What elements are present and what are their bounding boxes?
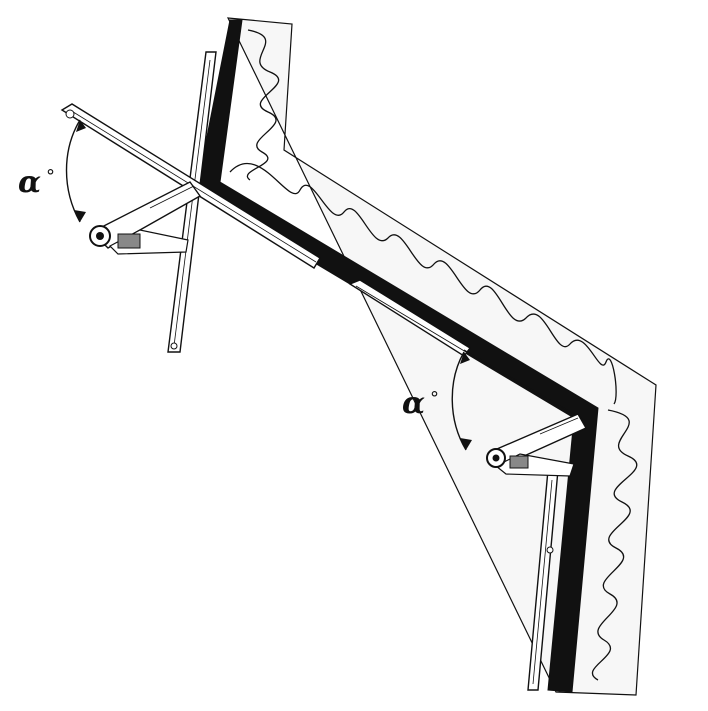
- duct-wall: [195, 17, 657, 696]
- upper-bevel-gauge-icon: [60, 51, 321, 353]
- insulation-wave-top: [246, 29, 280, 181]
- insulation-wave-bottom: [591, 409, 638, 681]
- lower-angle-arc-icon: [451, 351, 467, 451]
- angle-symbol-upper: α: [18, 165, 41, 200]
- lower-bevel-gauge-icon: [348, 279, 587, 691]
- angle-symbol-lower: α: [402, 386, 425, 421]
- angle-label-lower: α °: [402, 386, 439, 421]
- angle-label-upper: α °: [18, 165, 55, 200]
- insulation-outer-boundary: [226, 17, 657, 696]
- insulation-wave-diagonal: [229, 162, 617, 405]
- duct-sheet: [195, 19, 599, 693]
- degree-sign-upper: °: [46, 166, 55, 187]
- degree-sign-lower: °: [430, 388, 439, 409]
- upper-angle-arc-icon: [65, 119, 81, 223]
